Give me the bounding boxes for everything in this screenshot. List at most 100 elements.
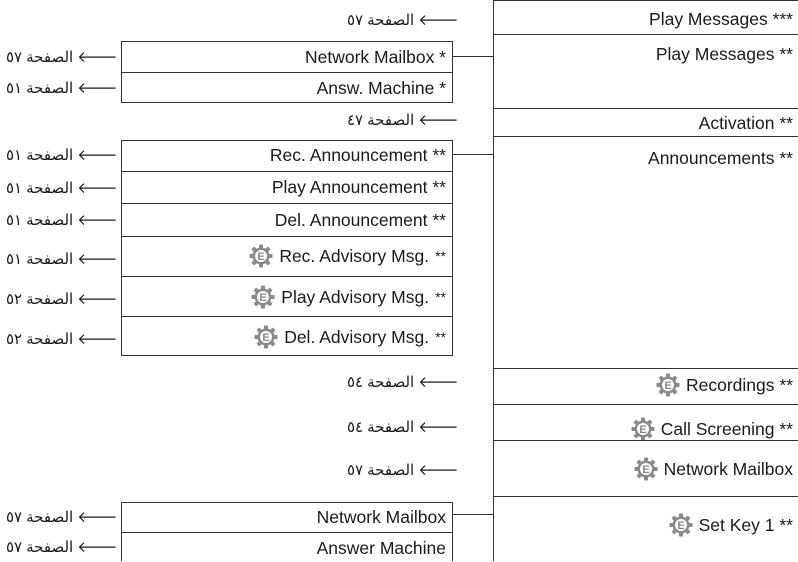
page-word: الصفحة bbox=[367, 111, 415, 129]
menu-item-label-wrap: Set Key 1 ** bbox=[669, 513, 793, 537]
submenu-item-label: Rec. Advisory Msg. bbox=[279, 245, 430, 266]
left-arrow-icon: 🡐 bbox=[77, 539, 118, 556]
page-number: ٥٧ bbox=[6, 48, 23, 66]
stars-marker: ** bbox=[435, 248, 446, 264]
page-ref[interactable]: 🡐 الصفحة ٥٤ bbox=[347, 372, 459, 392]
submenu-item-label-wrap: Play Advisory Msg. ** bbox=[251, 285, 446, 309]
submenu-item-network-mailbox[interactable]: Network Mailbox bbox=[122, 503, 452, 532]
page-word: الصفحة bbox=[367, 418, 415, 436]
e-gear-icon bbox=[669, 513, 693, 537]
menu-item-play-messages-3[interactable]: Play Messages *** bbox=[494, 0, 798, 35]
page-word: الصفحة bbox=[26, 79, 74, 97]
left-arrow-icon: 🡐 bbox=[418, 12, 459, 29]
page-ref[interactable]: 🡐 الصفحة ٤٧ bbox=[347, 110, 459, 130]
submenu-item-rec-announcement[interactable]: Rec. Announcement ** bbox=[122, 141, 452, 171]
e-gear-icon bbox=[254, 325, 278, 349]
page-number: ٥٢ bbox=[6, 290, 23, 308]
page-word: الصفحة bbox=[26, 330, 74, 348]
submenu-item-label: Play Advisory Msg. bbox=[281, 286, 430, 307]
page-number: ٥٧ bbox=[347, 461, 364, 479]
left-arrow-icon: 🡐 bbox=[77, 251, 118, 268]
menu-item-label-wrap: Network Mailbox bbox=[634, 457, 793, 481]
page-word: الصفحة bbox=[26, 146, 74, 164]
page-ref[interactable]: 🡐 الصفحة ٥٢ bbox=[6, 329, 117, 349]
page-ref[interactable]: 🡐 الصفحة ٥١ bbox=[6, 78, 118, 98]
submenu-item-label: Del. Advisory Msg. bbox=[284, 326, 430, 347]
e-gear-icon bbox=[251, 285, 275, 309]
connector-line bbox=[453, 154, 493, 155]
left-arrow-icon: 🡐 bbox=[418, 112, 459, 129]
page-ref[interactable]: 🡐 الصفحة ٥٧ bbox=[6, 507, 118, 527]
submenu-item-label: Del. Announcement ** bbox=[274, 210, 446, 230]
left-arrow-icon: 🡐 bbox=[418, 374, 459, 391]
page-word: الصفحة bbox=[367, 461, 415, 479]
left-arrow-icon: 🡐 bbox=[77, 180, 118, 197]
page-ref[interactable]: 🡐 الصفحة ٥٧ bbox=[347, 460, 458, 480]
left-arrow-icon: 🡐 bbox=[77, 509, 118, 526]
submenu-item-rec-advisory[interactable]: Rec. Advisory Msg. ** bbox=[122, 236, 452, 276]
menu-item-call-screening[interactable]: Call Screening ** bbox=[494, 404, 798, 441]
page-number: ٥٧ bbox=[347, 11, 364, 29]
menu-item-label: Play Messages *** bbox=[649, 9, 793, 29]
page-ref[interactable]: 🡐 الصفحة ٥٧ bbox=[347, 10, 459, 30]
submenu-item-play-announcement[interactable]: Play Announcement ** bbox=[122, 171, 452, 203]
page-ref[interactable]: 🡐 الصفحة ٥٧ bbox=[6, 537, 118, 557]
page-number: ٥٧ bbox=[6, 508, 23, 526]
page-ref[interactable]: 🡐 الصفحة ٥٧ bbox=[6, 47, 118, 67]
menu-item-set-key-1[interactable]: Set Key 1 ** bbox=[494, 496, 798, 562]
menu-item-label: Network Mailbox bbox=[663, 458, 793, 479]
submenu-item-label: Play Announcement ** bbox=[271, 177, 446, 197]
page-ref[interactable]: 🡐 الصفحة ٥٤ bbox=[347, 417, 458, 437]
page-number: ٥١ bbox=[6, 179, 23, 197]
left-arrow-icon: 🡐 bbox=[77, 147, 118, 164]
submenu-item-answer-machine[interactable]: Answer Machine bbox=[122, 532, 452, 562]
page-number: ٥١ bbox=[6, 211, 23, 229]
e-gear-icon bbox=[634, 457, 658, 481]
page-ref[interactable]: 🡐 الصفحة ٥١ bbox=[6, 210, 117, 230]
connector-line bbox=[453, 56, 493, 57]
left-arrow-icon: 🡐 bbox=[77, 49, 118, 66]
menu-item-label: Call Screening ** bbox=[660, 418, 793, 439]
page-word: الصفحة bbox=[26, 538, 74, 556]
menu-item-label: Play Messages ** bbox=[655, 44, 793, 64]
submenu-item-del-announcement[interactable]: Del. Announcement ** bbox=[122, 203, 452, 236]
submenu-item-play-advisory[interactable]: Play Advisory Msg. ** bbox=[122, 276, 452, 316]
stars-marker: ** bbox=[435, 289, 446, 305]
menu-item-network-mailbox[interactable]: Network Mailbox bbox=[494, 440, 798, 497]
page-word: الصفحة bbox=[26, 179, 74, 197]
menu-item-announcements[interactable]: Announcements ** bbox=[494, 136, 798, 369]
stars-marker: ** bbox=[435, 329, 446, 345]
submenu-item-del-advisory[interactable]: Del. Advisory Msg. ** bbox=[122, 316, 452, 357]
menu-item-label: Recordings ** bbox=[686, 374, 793, 395]
e-gear-icon bbox=[249, 244, 273, 268]
page-ref[interactable]: 🡐 الصفحة ٥١ bbox=[6, 178, 118, 198]
page-word: الصفحة bbox=[26, 290, 74, 308]
submenu-box-play-messages: Network Mailbox * Answ. Machine * bbox=[121, 41, 453, 103]
page-number: ٥١ bbox=[6, 146, 23, 164]
submenu-box-set-key: Network Mailbox Answer Machine bbox=[121, 502, 453, 561]
submenu-item-label: Network Mailbox bbox=[316, 507, 446, 527]
page-number: ٥٤ bbox=[347, 373, 364, 391]
menu-item-label: Activation ** bbox=[698, 113, 793, 133]
page-number: ٥٢ bbox=[6, 330, 23, 348]
menu-item-label-wrap: Call Screening ** bbox=[631, 417, 793, 441]
page-ref[interactable]: 🡐 الصفحة ٥٢ bbox=[6, 289, 118, 309]
page-ref[interactable]: 🡐 الصفحة ٥١ bbox=[6, 249, 118, 269]
menu-item-label: Set Key 1 ** bbox=[698, 514, 793, 535]
submenu-item-answ-machine[interactable]: Answ. Machine * bbox=[122, 72, 452, 102]
menu-item-play-messages-2[interactable]: Play Messages ** bbox=[494, 34, 798, 109]
left-arrow-icon: 🡐 bbox=[77, 291, 118, 308]
connector-line bbox=[453, 514, 493, 515]
menu-item-recordings[interactable]: Recordings ** bbox=[494, 368, 798, 405]
page-word: الصفحة bbox=[26, 211, 74, 229]
page-ref[interactable]: 🡐 الصفحة ٥١ bbox=[6, 145, 118, 165]
left-arrow-icon: 🡐 bbox=[77, 80, 118, 97]
page-number: ٤٧ bbox=[347, 111, 364, 129]
page-number: ٥١ bbox=[6, 250, 23, 268]
submenu-item-label: Answer Machine bbox=[316, 538, 446, 558]
menu-item-activation[interactable]: Activation ** bbox=[494, 108, 798, 137]
page-word: الصفحة bbox=[26, 250, 74, 268]
submenu-item-network-mailbox[interactable]: Network Mailbox * bbox=[122, 42, 452, 72]
main-menu-column: Play Messages *** Play Messages ** Activ… bbox=[493, 0, 798, 561]
